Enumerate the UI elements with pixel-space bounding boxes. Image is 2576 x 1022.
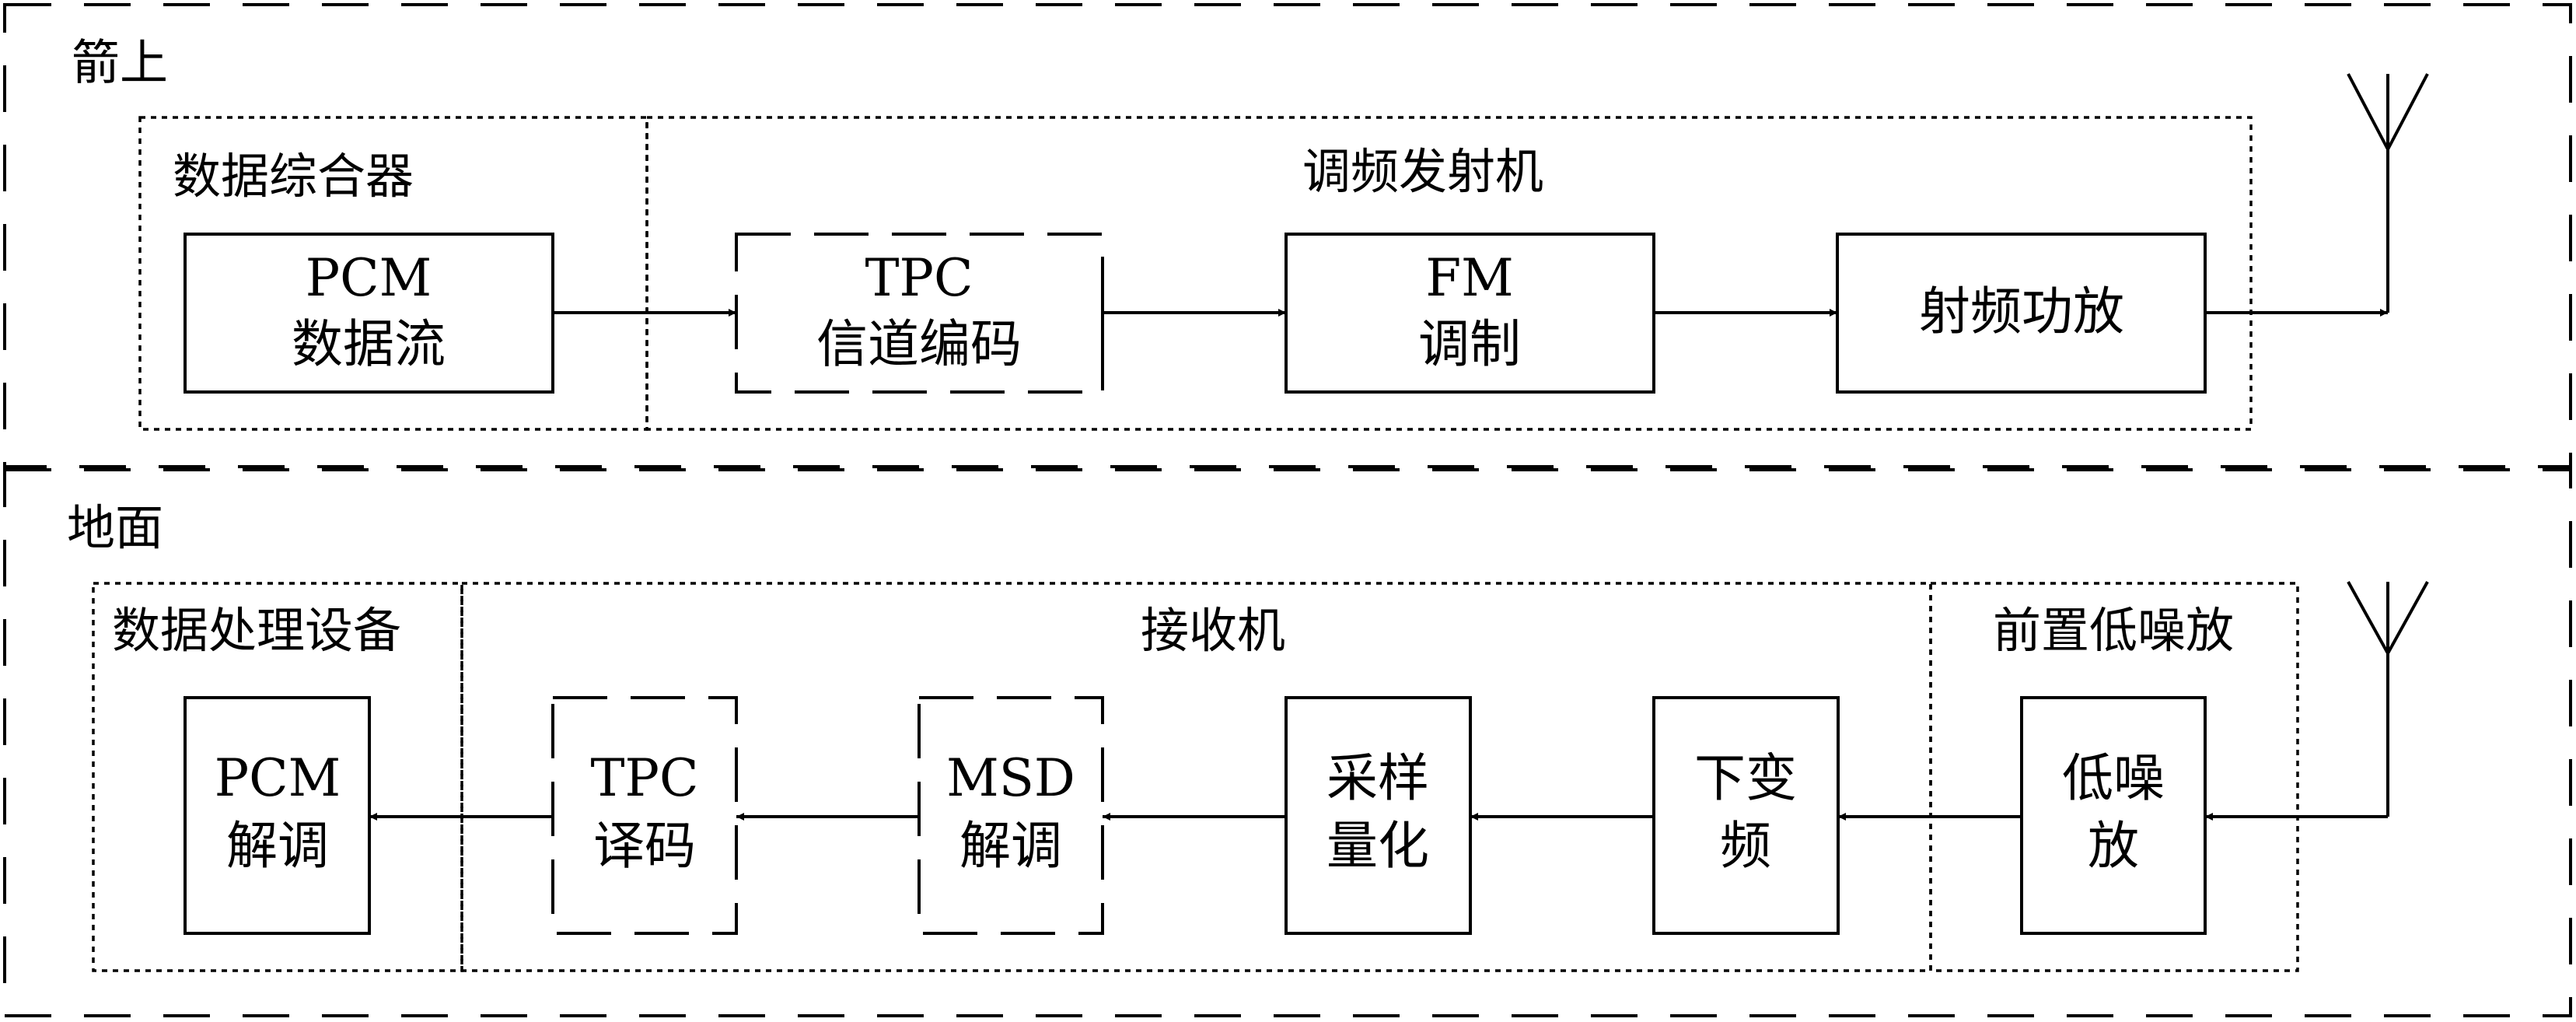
pcm-demod-line1: PCM — [215, 748, 341, 808]
arrow-tpc-to-fm — [1101, 309, 1286, 390]
data-processing-label: 数据处理设备 — [112, 602, 401, 659]
data-combiner-group — [138, 116, 648, 431]
fm-mod-block: FM 调制 — [1285, 233, 1655, 394]
tpc-decode-line1: TPC — [591, 748, 699, 808]
fm-mod-line1: FM — [1425, 248, 1513, 308]
receiver-label: 接收机 — [1141, 602, 1285, 659]
tpc-encode-line1: TPC — [865, 248, 973, 308]
tpc-encode-line2: 信道编码 — [816, 314, 1022, 374]
pcm-demod-line2: 解调 — [226, 816, 329, 876]
ground-section-frame — [3, 468, 2572, 1017]
pcm-stream-line1: PCM — [306, 248, 432, 308]
transmit-antenna-icon — [2347, 73, 2429, 313]
sample-quant-line2: 量化 — [1326, 816, 1429, 876]
downconvert-line2: 频 — [1720, 816, 1771, 876]
data-processing-group — [92, 582, 463, 972]
fm-mod-line2: 调制 — [1418, 314, 1521, 374]
pcm-demod-block: PCM 解调 — [184, 696, 371, 935]
ground-section-label: 地面 — [67, 499, 163, 556]
rocket-section-label: 箭上 — [72, 34, 168, 91]
pcm-stream-block: PCM 数据流 — [184, 233, 554, 394]
tpc-decode-block: TPC 译码 — [551, 696, 738, 935]
msd-demod-line2: 解调 — [959, 816, 1062, 876]
data-combiner-label: 数据综合器 — [173, 148, 414, 205]
lna-front-group — [1929, 582, 2299, 972]
rocket-section-frame — [3, 3, 2572, 468]
tpc-decode-line2: 译码 — [593, 816, 696, 876]
lna-block: 低噪 放 — [2020, 696, 2207, 935]
msd-demod-line1: MSD — [946, 748, 1075, 808]
receiver-group — [460, 582, 1932, 972]
tpc-encode-block: TPC 信道编码 — [735, 233, 1104, 394]
downconvert-line1: 下变 — [1694, 748, 1797, 808]
receive-antenna-icon — [2347, 581, 2429, 817]
lna-front-label: 前置低噪放 — [1993, 602, 2234, 659]
fm-transmitter-label: 调频发射机 — [1302, 143, 1543, 200]
rf-amp-line1: 射频功放 — [1919, 282, 2124, 341]
sample-quant-line1: 采样 — [1326, 748, 1429, 808]
pcm-stream-line2: 数据流 — [292, 314, 446, 374]
sample-quant-block: 采样 量化 — [1285, 696, 1472, 935]
downconvert-block: 下变 频 — [1652, 696, 1840, 935]
lna-line2: 放 — [2088, 816, 2139, 876]
lna-line1: 低噪 — [2062, 748, 2165, 808]
msd-demod-block: MSD 解调 — [918, 696, 1104, 935]
rf-amp-block: 射频功放 — [1836, 233, 2207, 394]
